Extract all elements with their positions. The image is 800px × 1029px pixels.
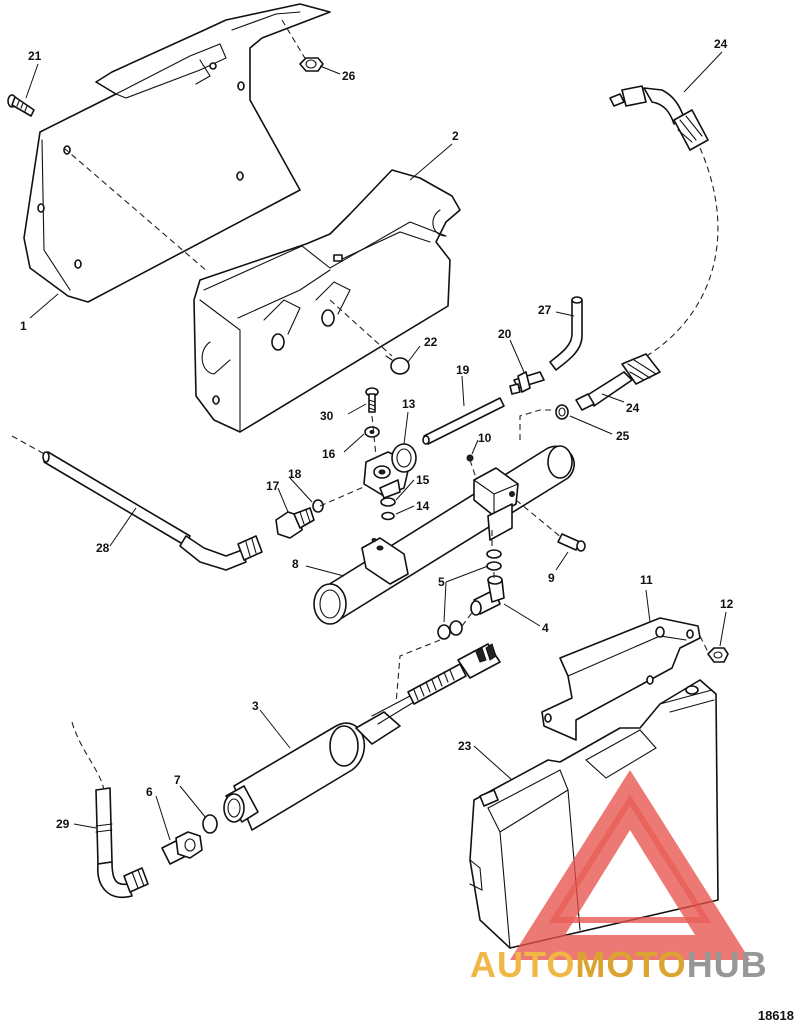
- part-29-hose: [71, 721, 149, 899]
- part-11-tank-bracket: [541, 617, 701, 741]
- part-3-fuel-pump: [223, 643, 501, 831]
- part-30-screw: [365, 387, 379, 413]
- part-9-screw: [557, 533, 586, 552]
- callout-19: 19: [456, 363, 470, 377]
- callout-7: 7: [174, 773, 181, 787]
- callout-13: 13: [402, 397, 416, 411]
- svg-text:AUTOMOTOHUB: AUTOMOTOHUB: [470, 944, 768, 985]
- callout-18: 18: [288, 467, 302, 481]
- callout-12: 12: [720, 597, 734, 611]
- callout-16: 16: [322, 447, 336, 461]
- part-7-gasket: [202, 814, 218, 834]
- callout-28: 28: [96, 541, 110, 555]
- part-22-bumper: [385, 355, 410, 375]
- callout-14: 14: [416, 499, 430, 513]
- part-16-washer: [364, 426, 380, 438]
- watermark-text-moto: MOTO: [575, 944, 686, 985]
- part-17-fitting: [275, 507, 315, 539]
- watermark-text-hub: HUB: [687, 944, 768, 985]
- part-14-o-ring: [381, 511, 395, 521]
- callout-26: 26: [342, 69, 356, 83]
- leader-lines: [25, 51, 727, 841]
- callout-9: 9: [548, 571, 555, 585]
- callout-17: 17: [266, 479, 280, 493]
- callout-1: 1: [20, 319, 27, 333]
- figure-reference-number: 18618: [757, 1008, 794, 1023]
- callout-23: 23: [458, 739, 472, 753]
- watermark-text-auto: AUTO: [470, 944, 575, 985]
- part-12-nut: [707, 647, 729, 663]
- part-24-fuel-line-end: [575, 353, 661, 411]
- callout-10: 10: [478, 431, 492, 445]
- callout-3: 3: [252, 699, 259, 713]
- callout-8: 8: [292, 557, 299, 571]
- callout-24-lower: 24: [626, 401, 640, 415]
- callout-15: 15: [416, 473, 430, 487]
- part-20-fitting: [509, 371, 545, 395]
- callout-4: 4: [542, 621, 549, 635]
- callout-2: 2: [452, 129, 459, 143]
- callout-29: 29: [56, 817, 70, 831]
- callout-20: 20: [498, 327, 512, 341]
- part-24-fuel-line: [609, 85, 719, 361]
- assembly-guide-lines: [63, 19, 709, 705]
- callout-24: 24: [714, 37, 728, 51]
- callout-22: 22: [424, 335, 438, 349]
- part-27-vent-hose: [549, 296, 583, 371]
- part-5-o-rings: [437, 549, 502, 640]
- part-18-o-ring: [312, 499, 324, 513]
- part-28-fuel-line: [11, 435, 263, 571]
- part-2-mounting-plate: [193, 169, 461, 433]
- part-26-nut: [299, 57, 324, 72]
- part-21-screw: [7, 94, 35, 117]
- watermark-logo: AUTOMOTOHUB: [470, 770, 768, 985]
- part-6-adapter: [161, 831, 203, 865]
- callout-27: 27: [538, 303, 552, 317]
- callout-25: 25: [616, 429, 630, 443]
- part-4-elbow-fitting: [470, 575, 505, 616]
- part-23-reservoir: [469, 679, 719, 949]
- callout-labels: 21 26 24 2 1 27 20 22 19 30 13 10 16 25 …: [20, 37, 734, 831]
- part-8-fuel-cooler: [313, 445, 575, 625]
- part-15-o-ring: [380, 497, 396, 507]
- callout-21: 21: [28, 49, 42, 63]
- callout-6: 6: [146, 785, 153, 799]
- part-1-mounting-bracket: [23, 3, 331, 303]
- callout-30: 30: [320, 409, 334, 423]
- part-13-pressure-regulator: [363, 443, 417, 499]
- part-19-pin: [422, 397, 505, 445]
- callout-5: 5: [438, 575, 445, 589]
- part-25-o-ring: [555, 404, 569, 420]
- callout-11: 11: [640, 573, 653, 587]
- watermark-triangle-icon: [510, 770, 750, 960]
